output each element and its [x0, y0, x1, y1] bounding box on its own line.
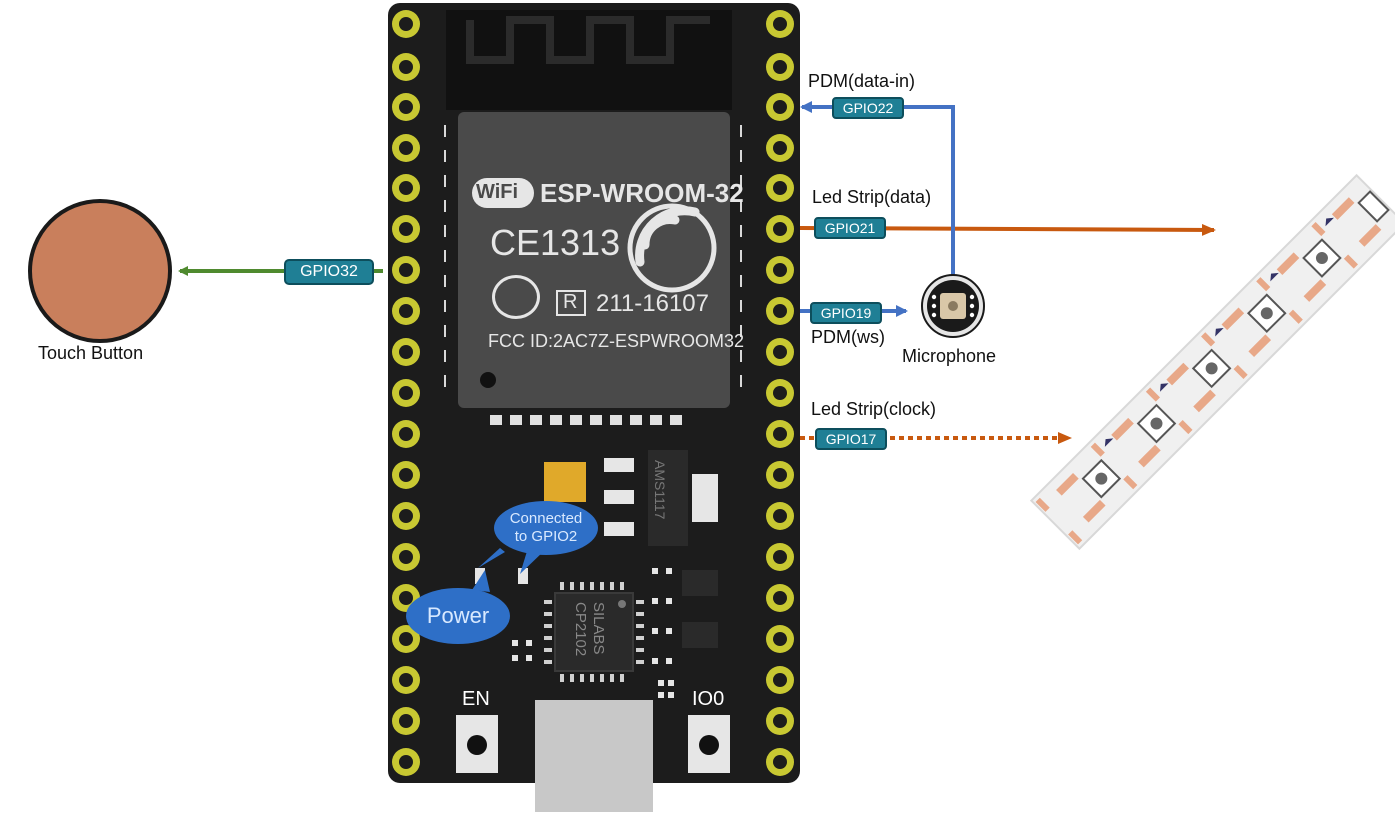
module-model: ESP-WROOM-32: [540, 178, 744, 208]
telec-icon: [492, 275, 540, 319]
r-mark-box: [556, 290, 586, 316]
usb-chip-line2: CP2102: [572, 602, 589, 657]
touch-button[interactable]: [28, 199, 172, 343]
bubble-gpio2-line2: to GPIO2: [514, 528, 578, 545]
regulator-label: AMS1117: [652, 460, 668, 520]
gpio17-tag: GPIO17: [815, 428, 887, 450]
led-strip-clock-label: Led Strip(clock): [811, 399, 937, 419]
tantalum-capacitor: [544, 462, 586, 502]
r-mark: R: [563, 291, 578, 313]
pdm-data-in-label: PDM(data-in): [808, 71, 916, 91]
gpio21-tag: GPIO21: [814, 217, 886, 239]
gpio32-tag: GPIO32: [284, 259, 374, 285]
gpio19-tag: GPIO19: [810, 302, 882, 324]
pdm-ws-label: PDM(ws): [811, 327, 885, 347]
microphone-module: [921, 274, 985, 338]
power-bubble: [406, 588, 510, 644]
bubble-gpio2-line1: Connected: [509, 510, 583, 527]
ce-mark: CE1313: [490, 222, 621, 263]
wifi-badge-text: WiFi: [476, 181, 519, 203]
led-strip: [1029, 173, 1395, 551]
usb-connector: [535, 700, 653, 812]
touch-button-label: Touch Button: [38, 343, 144, 363]
io0-label: IO0: [692, 688, 725, 710]
en-label: EN: [462, 688, 490, 710]
gpio22-tag: GPIO22: [832, 97, 904, 119]
bubble-power-text: Power: [426, 603, 490, 628]
ams1117-regulator: [648, 450, 688, 546]
fcc-id: FCC ID:2AC7Z-ESPWROOM32: [488, 331, 745, 351]
wifi-badge: [472, 178, 534, 208]
bubble-gpio2-text: Connected to GPIO2: [494, 510, 598, 546]
gpio2-bubble: [494, 501, 598, 555]
cert-number: 211-16107: [596, 290, 709, 317]
led-strip-data-label: Led Strip(data): [812, 187, 932, 207]
usb-chip-line1: SILABS: [590, 602, 607, 655]
microphone-label: Microphone: [902, 346, 997, 366]
